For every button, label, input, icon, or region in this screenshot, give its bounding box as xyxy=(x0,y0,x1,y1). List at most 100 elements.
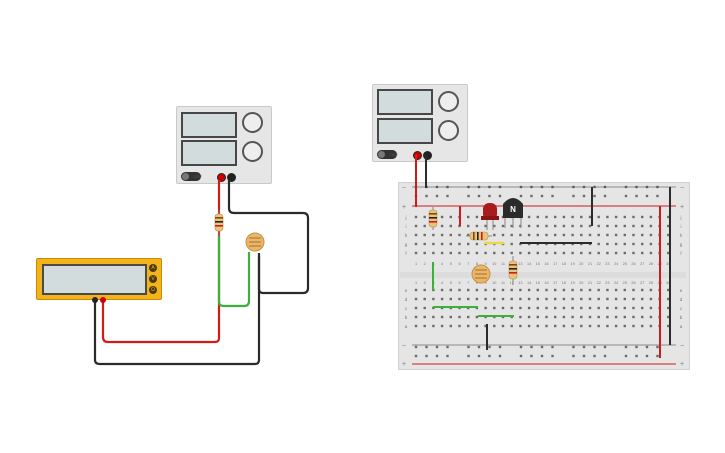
breadboard-hole[interactable] xyxy=(536,315,539,319)
breadboard-hole[interactable] xyxy=(554,315,557,319)
breadboard-hole[interactable] xyxy=(449,297,452,301)
breadboard-hole[interactable] xyxy=(667,306,670,310)
breadboard-hole[interactable] xyxy=(623,306,626,310)
breadboard-hole[interactable] xyxy=(423,215,426,219)
breadboard-hole[interactable] xyxy=(632,251,635,255)
breadboard-hole[interactable] xyxy=(484,306,487,310)
breadboard-hole[interactable] xyxy=(493,306,496,310)
breadboard-hole[interactable] xyxy=(467,315,470,319)
breadboard-hole[interactable] xyxy=(440,251,444,255)
breadboard-hole[interactable] xyxy=(440,297,444,301)
breadboard-hole[interactable] xyxy=(562,315,566,319)
breadboard-hole[interactable] xyxy=(545,233,548,237)
breadboard-hole[interactable] xyxy=(597,315,600,319)
breadboard-hole[interactable] xyxy=(536,233,539,237)
amp-mode-button[interactable]: A xyxy=(149,264,157,272)
breadboard-hole[interactable] xyxy=(493,251,496,255)
breadboard-hole[interactable] xyxy=(614,324,618,328)
breadboard-hole[interactable] xyxy=(635,354,638,358)
breadboard-hole[interactable] xyxy=(603,194,607,198)
breadboard-hole[interactable] xyxy=(501,306,505,310)
breadboard-hole[interactable] xyxy=(527,315,531,319)
breadboard-hole[interactable] xyxy=(527,215,531,219)
breadboard-hole[interactable] xyxy=(597,297,600,301)
breadboard-hole[interactable] xyxy=(501,233,505,237)
breadboard-hole[interactable] xyxy=(435,345,439,349)
breadboard-hole[interactable] xyxy=(414,354,418,358)
breadboard-hole[interactable] xyxy=(580,251,583,255)
breadboard-hole[interactable] xyxy=(477,194,481,198)
breadboard-hole[interactable] xyxy=(432,324,435,328)
breadboard-hole[interactable] xyxy=(571,315,574,319)
multimeter-red-probe[interactable] xyxy=(100,297,106,303)
breadboard-hole[interactable] xyxy=(554,324,557,328)
breadboard-hole[interactable] xyxy=(545,315,548,319)
breadboard-hole[interactable] xyxy=(562,288,566,292)
breadboard-hole[interactable] xyxy=(641,233,644,237)
breadboard-hole[interactable] xyxy=(551,194,554,198)
breadboard-hole[interactable] xyxy=(635,345,638,349)
breadboard-hole[interactable] xyxy=(484,297,487,301)
breadboard-hole[interactable] xyxy=(623,251,626,255)
breadboard-hole[interactable] xyxy=(440,215,444,219)
breadboard-hole[interactable] xyxy=(484,251,487,255)
breadboard-hole[interactable] xyxy=(540,354,544,358)
breadboard-hole[interactable] xyxy=(571,251,574,255)
breadboard-hole[interactable] xyxy=(414,224,418,228)
breadboard-hole[interactable] xyxy=(519,306,522,310)
breadboard-hole[interactable] xyxy=(588,306,592,310)
negative-terminal[interactable] xyxy=(227,173,236,182)
breadboard-hole[interactable] xyxy=(606,242,609,246)
breadboard-hole[interactable] xyxy=(536,251,539,255)
breadboard-hole[interactable] xyxy=(458,288,461,292)
breadboard-hole[interactable] xyxy=(510,242,513,246)
breadboard-hole[interactable] xyxy=(562,297,566,301)
breadboard-hole[interactable] xyxy=(423,288,426,292)
breadboard-hole[interactable] xyxy=(572,345,575,349)
breadboard-hole[interactable] xyxy=(632,288,635,292)
breadboard-hole[interactable] xyxy=(530,354,533,358)
breadboard-hole[interactable] xyxy=(440,242,444,246)
breadboard-hole[interactable] xyxy=(580,315,583,319)
breadboard-hole[interactable] xyxy=(414,315,418,319)
breadboard-hole[interactable] xyxy=(440,324,444,328)
breadboard-hole[interactable] xyxy=(484,288,487,292)
resistor[interactable] xyxy=(214,210,224,236)
breadboard-hole[interactable] xyxy=(510,324,513,328)
breadboard-hole[interactable] xyxy=(414,345,418,349)
breadboard-hole[interactable] xyxy=(498,194,502,198)
breadboard-hole[interactable] xyxy=(667,297,670,301)
breadboard-hole[interactable] xyxy=(425,354,428,358)
positive-terminal[interactable] xyxy=(217,173,226,182)
breadboard-hole[interactable] xyxy=(423,306,426,310)
breadboard-hole[interactable] xyxy=(519,288,522,292)
breadboard-hole[interactable] xyxy=(488,194,491,198)
breadboard-hole[interactable] xyxy=(510,306,513,310)
breadboard-hole[interactable] xyxy=(641,251,644,255)
breadboard-hole[interactable] xyxy=(467,324,470,328)
breadboard-hole[interactable] xyxy=(423,224,426,228)
breadboard-hole[interactable] xyxy=(597,324,600,328)
breadboard-hole[interactable] xyxy=(623,224,626,228)
green-wire[interactable] xyxy=(217,236,251,308)
breadboard-hole[interactable] xyxy=(649,297,653,301)
breadboard-hole[interactable] xyxy=(545,215,548,219)
breadboard-hole[interactable] xyxy=(580,288,583,292)
breadboard-hole[interactable] xyxy=(623,233,626,237)
breadboard-hole[interactable] xyxy=(527,233,531,237)
breadboard-hole[interactable] xyxy=(656,345,659,349)
breadboard-hole[interactable] xyxy=(432,242,435,246)
breadboard-hole[interactable] xyxy=(414,215,418,219)
breadboard-hole[interactable] xyxy=(467,194,470,198)
breadboard-hole[interactable] xyxy=(606,324,609,328)
breadboard-hole[interactable] xyxy=(554,251,557,255)
breadboard-hole[interactable] xyxy=(530,194,533,198)
breadboard-hole[interactable] xyxy=(477,345,481,349)
breadboard-hole[interactable] xyxy=(667,215,670,219)
breadboard-hole[interactable] xyxy=(632,315,635,319)
breadboard-hole[interactable] xyxy=(623,315,626,319)
breadboard-hole[interactable] xyxy=(527,224,531,228)
breadboard-hole[interactable] xyxy=(519,224,522,228)
breadboard-hole[interactable] xyxy=(423,242,426,246)
breadboard-hole[interactable] xyxy=(493,324,496,328)
